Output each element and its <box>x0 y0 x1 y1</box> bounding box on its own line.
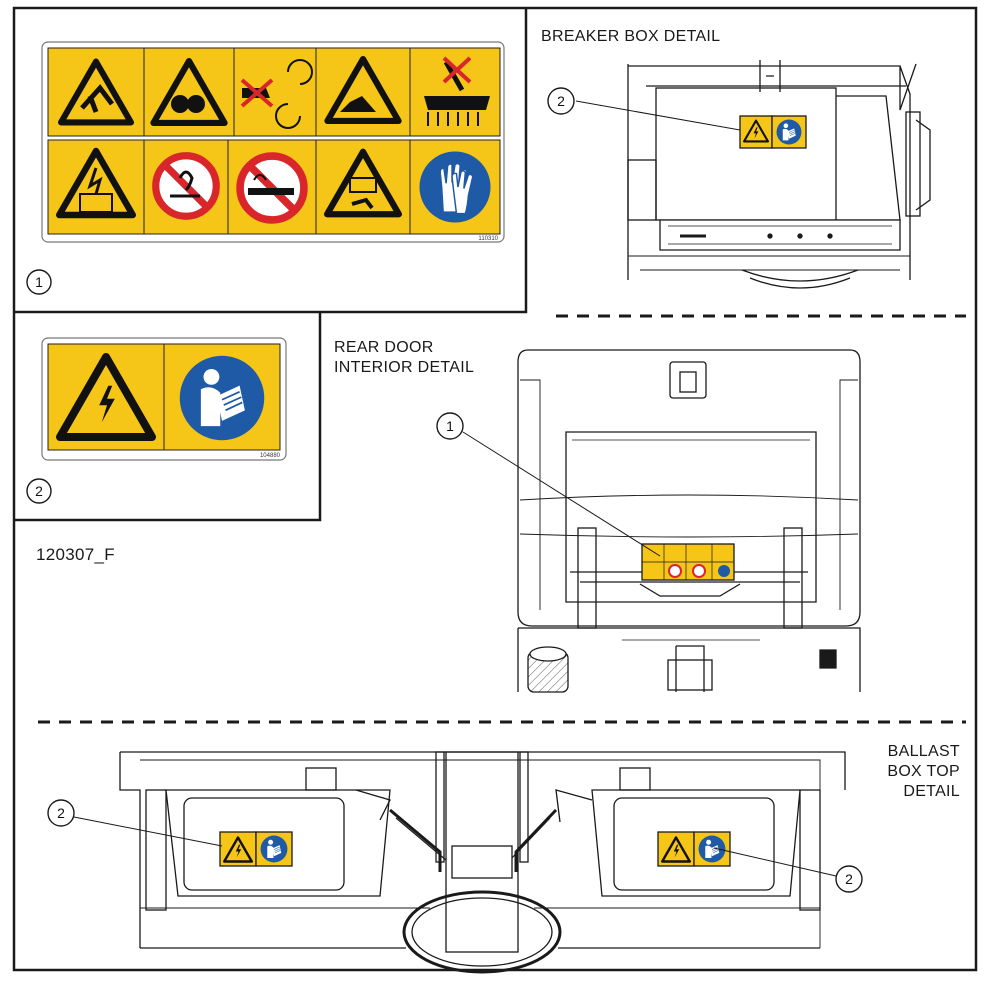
battery-explosion-warning-icon <box>47 139 145 235</box>
decal-1-border <box>14 8 528 314</box>
ballast-box-caption: BALLAST BOX TOP DETAIL <box>840 742 960 802</box>
caption-line: REAR DOOR <box>334 339 434 356</box>
caption-line: BALLAST <box>887 743 960 760</box>
caption-line: BREAKER BOX DETAIL <box>541 28 721 45</box>
caption-line: INTERIOR DETAIL <box>334 359 475 376</box>
caption-line: BOX TOP <box>887 763 960 780</box>
breaker-callout-circle <box>547 87 575 115</box>
decal-1-callout-circle <box>26 269 52 295</box>
ballast-right-callout-label: 2 <box>845 871 853 887</box>
breaker-leader-line <box>575 100 741 131</box>
decal-2-part-number: 104880 <box>260 453 281 459</box>
decal-2-border <box>14 312 322 522</box>
decal-1-bottom-row <box>47 139 501 235</box>
ballast-box-view <box>73 751 846 974</box>
rear-door-callout-label: 1 <box>446 418 454 434</box>
decal-1-top-row <box>47 47 501 137</box>
ballast-right-leader-line <box>713 847 837 877</box>
ballast-left-callout-label: 2 <box>57 805 65 821</box>
decal-2-panel: 104880 2 <box>14 312 322 522</box>
decal-2-callout-label: 2 <box>35 483 43 499</box>
rear-door-view <box>462 349 861 693</box>
read-manual-icon <box>178 354 266 442</box>
ballast-left-callout-circle <box>47 799 75 827</box>
ballast-right-callout-circle <box>835 865 863 893</box>
decal-1-callout-label: 1 <box>35 274 43 290</box>
breaker-callout-label: 2 <box>557 93 565 109</box>
drawing-number: 120307_F <box>36 545 115 564</box>
ballast-left-leader-line <box>73 816 223 847</box>
decal-1-panel: 110310 1 <box>14 8 528 314</box>
rear-door-leader-line <box>462 431 661 557</box>
rear-door-caption: REAR DOOR INTERIOR DETAIL <box>334 338 474 378</box>
breaker-box-view <box>575 60 931 289</box>
caption-line: DETAIL <box>903 783 960 800</box>
rear-door-callout-circle <box>436 412 464 440</box>
no-stepping-on-brushes-icon <box>409 47 501 137</box>
decal-1-part-number: 110310 <box>478 236 498 242</box>
breaker-box-caption: BREAKER BOX DETAIL <box>541 27 720 47</box>
decal-2-callout-circle <box>26 478 52 504</box>
